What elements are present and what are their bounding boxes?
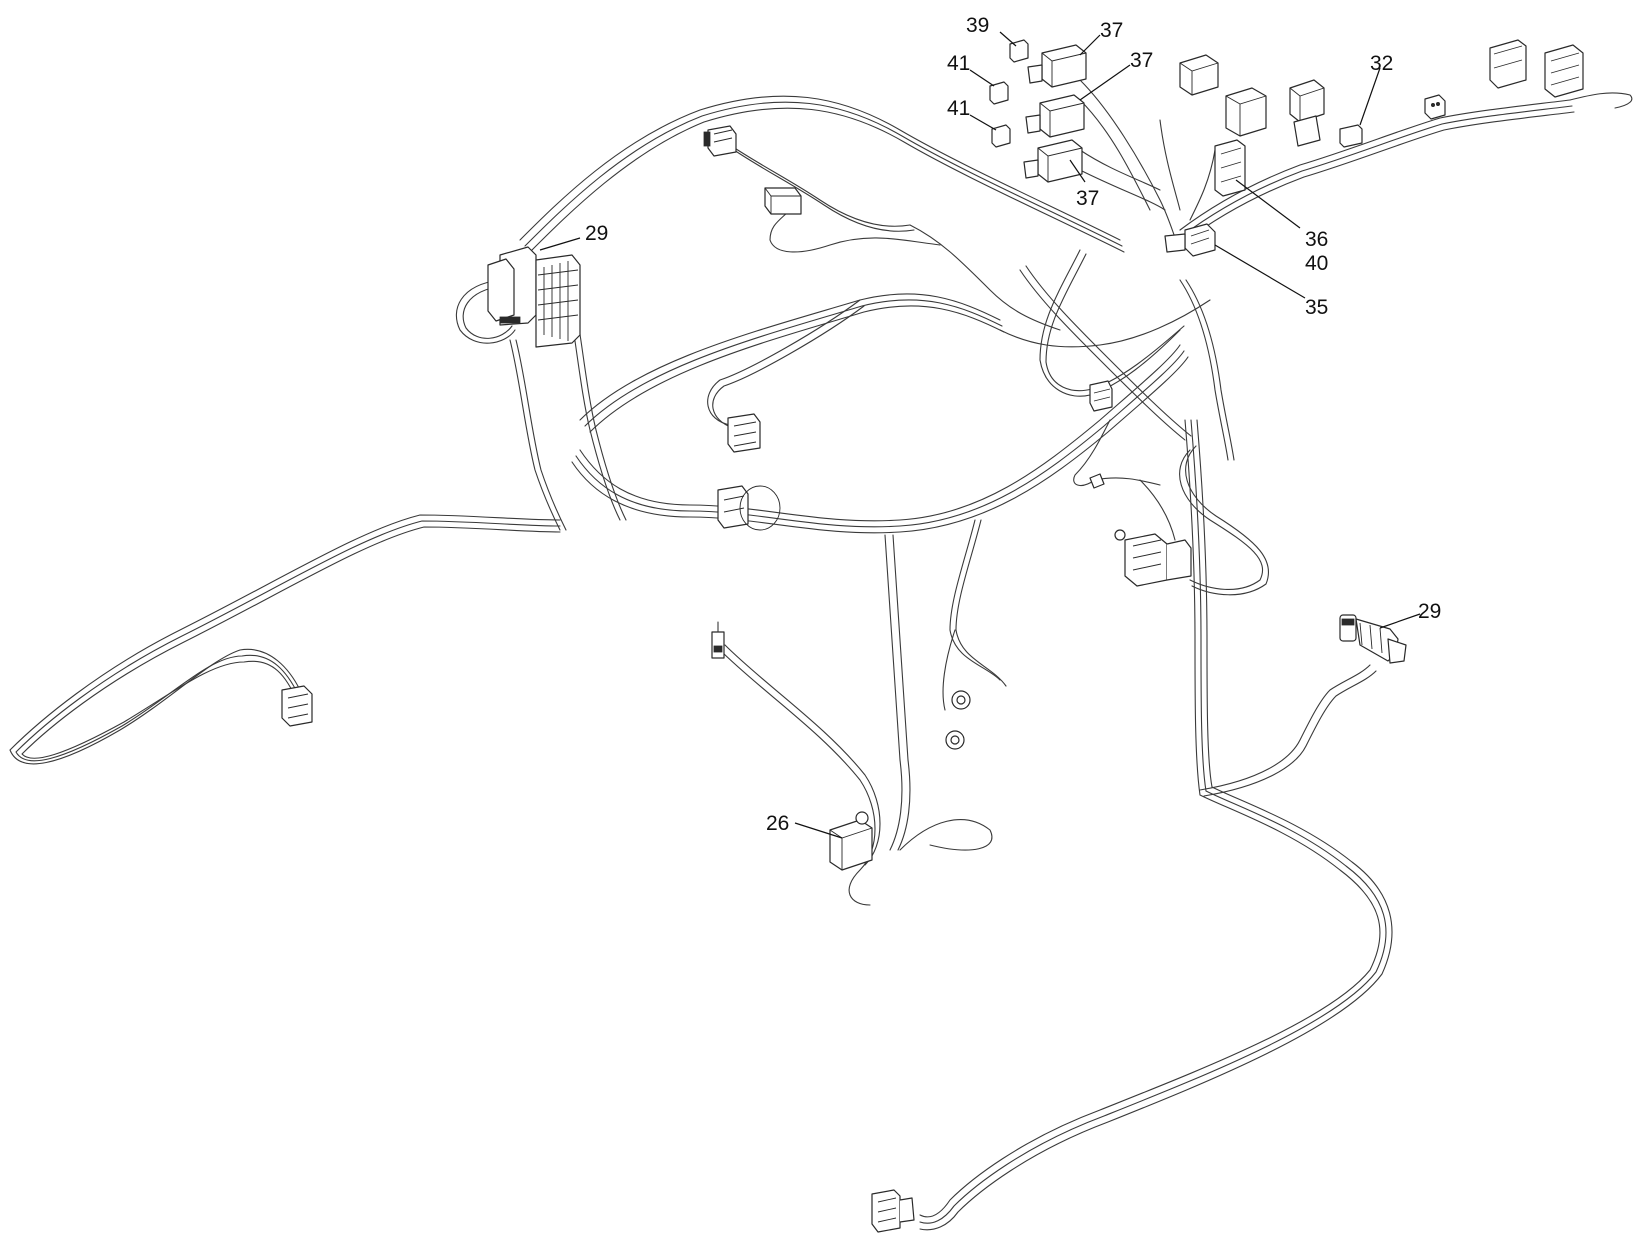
callout-35: 35 xyxy=(1305,296,1328,319)
box-connector-top-right xyxy=(1179,54,1219,96)
lower-arc-connector xyxy=(717,485,781,531)
bundle-lower-arc xyxy=(571,344,1189,534)
callout-29-left: 29 xyxy=(585,222,608,245)
bundle-lower-center xyxy=(719,519,1007,906)
bundle-left-vertical xyxy=(509,259,627,531)
sensor-26 xyxy=(829,811,873,871)
central-junction-connector xyxy=(1089,380,1113,412)
connector-small-right xyxy=(1424,94,1446,120)
leader-32 xyxy=(1359,67,1381,126)
central-clamp-35 xyxy=(1164,223,1216,257)
box-connector-upper xyxy=(764,187,802,215)
leader-39 xyxy=(999,31,1017,47)
callout-41-upper: 41 xyxy=(947,52,970,75)
leader-41b xyxy=(969,114,997,131)
bundle-left-tail xyxy=(9,514,561,765)
center-right-connector xyxy=(1124,533,1192,587)
bundle-mid-connector-branch xyxy=(707,299,865,429)
callout-36: 36 xyxy=(1305,228,1328,251)
mid-connector xyxy=(727,413,761,453)
fuse-39 xyxy=(1009,39,1029,63)
callout-32: 32 xyxy=(1370,52,1393,75)
leader-36 xyxy=(1235,179,1301,229)
callout-26: 26 xyxy=(766,812,789,835)
box-connector-relay-pair xyxy=(1225,87,1267,137)
bundle-middle-arc xyxy=(579,293,1005,433)
ring-terminals xyxy=(945,473,1126,750)
callout-40: 40 xyxy=(1305,252,1328,275)
bundle-right-descent xyxy=(919,419,1393,1231)
leader-29b xyxy=(1379,613,1421,629)
right-connector-29 xyxy=(1339,614,1407,664)
leader-41a xyxy=(969,69,995,87)
leader-26 xyxy=(794,822,843,839)
fuse-41-upper xyxy=(989,81,1009,105)
leader-37c xyxy=(1069,159,1086,183)
callout-39: 39 xyxy=(966,14,989,37)
ecu-connector xyxy=(487,246,581,348)
bundle-right-29-branch xyxy=(1199,664,1377,797)
small-pin-connector xyxy=(711,621,725,659)
bundle-central-knot xyxy=(999,249,1235,461)
callout-labels: 39 37 37 41 41 37 32 29 36 40 35 29 26 xyxy=(585,14,1441,835)
leader-lines xyxy=(539,31,1421,839)
bundle-upper-middle-branch xyxy=(729,144,1061,331)
callout-37-top: 37 xyxy=(1100,19,1123,42)
ring-terminal-upper xyxy=(951,690,971,710)
small-connector-top xyxy=(703,125,737,157)
connector-far-right-a xyxy=(1489,39,1527,89)
callout-37-second: 37 xyxy=(1130,49,1153,72)
connector-black-upper xyxy=(1289,79,1325,147)
relay-37-bottom xyxy=(1023,139,1083,183)
connector-far-right-b xyxy=(1544,44,1584,98)
bundle-ecu-loop xyxy=(455,279,516,344)
fuse-41-lower xyxy=(991,124,1011,148)
components xyxy=(281,39,1584,1233)
leader-37a xyxy=(1079,34,1101,56)
bundle-top-arc xyxy=(519,95,1125,253)
leader-35 xyxy=(1214,244,1306,299)
ring-terminal-lower xyxy=(945,730,965,750)
bottom-connector xyxy=(871,1189,915,1233)
bottom-left-connector xyxy=(281,685,313,727)
callout-37-bottom: 37 xyxy=(1076,187,1099,210)
bundle-center-ring-branch xyxy=(1073,419,1176,541)
connector-32 xyxy=(1339,124,1363,148)
leader-37b xyxy=(1079,64,1131,101)
callout-41-lower: 41 xyxy=(947,97,970,120)
relay-37-top xyxy=(1027,44,1087,88)
leader-29a xyxy=(539,237,581,251)
callout-29-right: 29 xyxy=(1418,600,1441,623)
connector-36-40 xyxy=(1214,139,1246,197)
relay-37-middle xyxy=(1025,94,1085,138)
wire-bundles xyxy=(9,79,1633,1231)
bundle-right-loop xyxy=(1179,445,1270,596)
ring-terminal-center xyxy=(1089,473,1126,541)
bundle-relay-wires xyxy=(1079,79,1216,251)
